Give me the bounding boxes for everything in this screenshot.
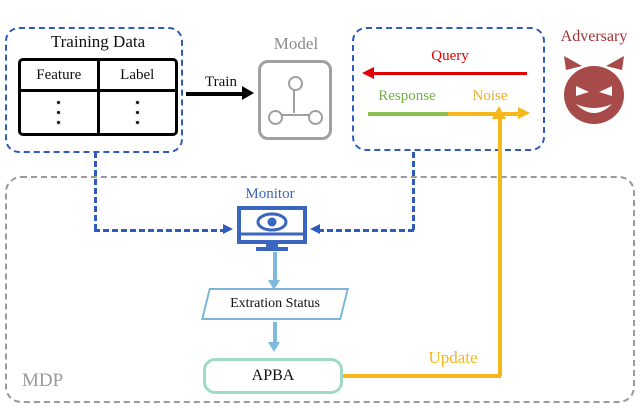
mdp-group-box bbox=[5, 176, 635, 403]
cell-label-ellipsis bbox=[98, 91, 175, 134]
monitor-to-status-edge bbox=[273, 252, 277, 282]
noise-edge-line bbox=[448, 112, 520, 116]
model-graph-node-right bbox=[308, 110, 323, 125]
column-header-label: Label bbox=[98, 61, 175, 92]
mdp-group-label: MDP bbox=[22, 370, 64, 391]
update-edge-label: Update bbox=[428, 348, 478, 367]
noise-edge-label: Noise bbox=[472, 88, 508, 104]
training-to-monitor-edge-vertical bbox=[94, 152, 97, 230]
monitor-title: Monitor bbox=[245, 186, 295, 202]
channel-to-monitor-edge-horizontal bbox=[318, 229, 414, 232]
monitor-to-status-arrow-head-icon bbox=[268, 280, 280, 290]
training-to-monitor-arrow-head-icon bbox=[223, 224, 233, 234]
training-to-monitor-edge-horizontal bbox=[94, 229, 226, 232]
response-edge-label: Response bbox=[378, 88, 436, 104]
apba-box: APBA bbox=[203, 358, 343, 394]
model-graph-node-left bbox=[268, 110, 283, 125]
query-edge-label: Query bbox=[431, 48, 469, 64]
channel-to-monitor-arrow-head-icon bbox=[310, 224, 320, 234]
training-data-table: Feature Label bbox=[18, 58, 178, 136]
training-data-title: Training Data bbox=[50, 32, 146, 51]
query-arrow-head-icon bbox=[362, 67, 374, 79]
model-title: Model bbox=[273, 34, 319, 53]
model-box bbox=[258, 60, 332, 140]
model-graph-edge-horizontal bbox=[276, 114, 310, 116]
model-graph-node-top bbox=[288, 76, 303, 91]
query-edge-line bbox=[372, 72, 527, 75]
status-to-apba-arrow-head-icon bbox=[268, 342, 280, 352]
response-edge-line bbox=[368, 112, 448, 116]
vertical-ellipsis-icon bbox=[21, 99, 97, 125]
channel-to-monitor-edge-vertical bbox=[412, 152, 415, 230]
train-edge-line bbox=[186, 92, 244, 96]
update-edge-vertical bbox=[498, 118, 502, 376]
table-header-row: Feature Label bbox=[21, 61, 175, 92]
cell-feature-ellipsis bbox=[21, 90, 100, 133]
column-header-feature: Feature bbox=[21, 61, 100, 92]
adversary-channel-group-box bbox=[352, 27, 545, 151]
model-graph-edge-vertical bbox=[293, 85, 295, 113]
monitor-eye-icon bbox=[236, 206, 312, 259]
status-to-apba-edge bbox=[273, 322, 277, 344]
noise-arrow-head-icon bbox=[518, 107, 530, 119]
vertical-ellipsis-icon bbox=[100, 99, 176, 125]
train-arrow-head-icon bbox=[242, 86, 254, 100]
table-row bbox=[21, 90, 175, 134]
adversary-label: Adversary bbox=[560, 28, 628, 45]
devil-face-icon bbox=[556, 50, 632, 135]
update-arrow-head-icon bbox=[492, 106, 506, 119]
train-edge-label: Train bbox=[205, 74, 237, 90]
extration-status-label: Extration Status bbox=[230, 296, 320, 311]
update-edge-horizontal bbox=[343, 374, 501, 378]
